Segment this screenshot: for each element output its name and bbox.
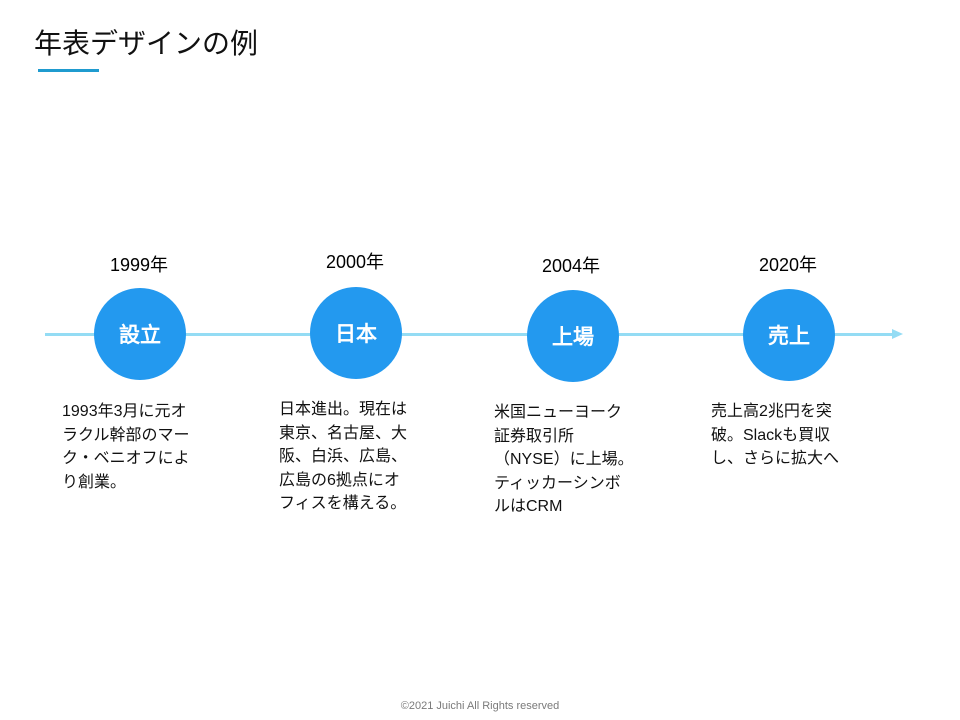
event-year: 1999年 (109, 255, 169, 275)
event-year: 2000年 (325, 252, 385, 272)
copyright-footer: ©2021 Juichi All Rights reserved (400, 700, 560, 712)
arrow-right-icon (892, 329, 903, 339)
event-node: 日本 (310, 287, 402, 379)
event-label: 日本 (335, 323, 377, 346)
title-underline (38, 69, 99, 72)
event-description: 日本進出。現在は 東京、名古屋、大 阪、白浜、広島、 広島の6拠点にオ フィスを… (279, 401, 408, 512)
event-year: 2020年 (758, 255, 818, 275)
timeline-axis (45, 333, 895, 336)
event-node: 設立 (94, 288, 186, 380)
event-description: 売上高2兆円を突 破。Slackも買収 し、さらに拡大へ (711, 403, 840, 467)
event-description: 米国ニューヨーク 証券取引所 （NYSE）に上場。 ティッカーシンボ ルはCRM (494, 404, 634, 515)
event-node: 売上 (743, 289, 835, 381)
event-label: 上場 (552, 326, 594, 349)
event-node: 上場 (527, 290, 619, 382)
event-year: 2004年 (541, 256, 601, 276)
event-label: 売上 (768, 325, 810, 348)
event-label: 設立 (119, 324, 161, 347)
page-title: 年表デザインの例 (34, 28, 259, 59)
event-description: 1993年3月に元オ ラクル幹部のマー ク・ベニオフによ り創業。 (62, 403, 190, 491)
